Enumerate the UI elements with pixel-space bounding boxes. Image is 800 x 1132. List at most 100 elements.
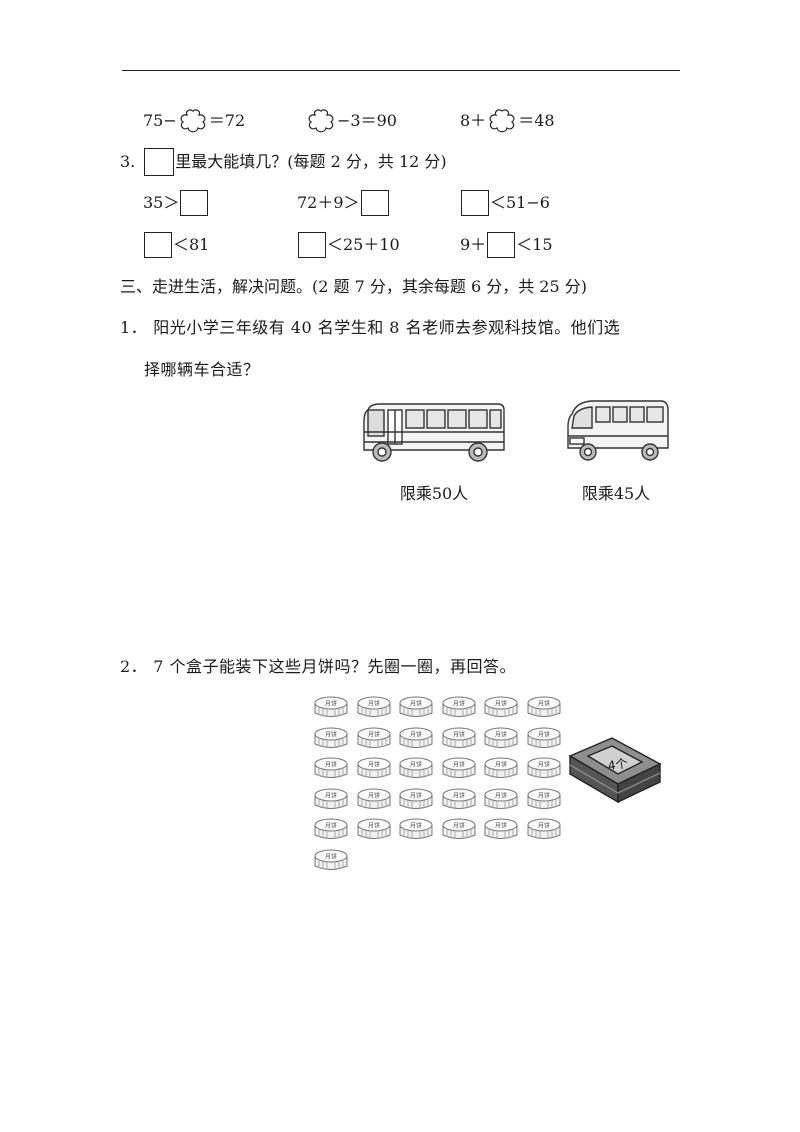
mooncake-icon[interactable]: 月饼 <box>525 786 563 812</box>
mooncake-icon[interactable]: 月饼 <box>355 786 393 812</box>
inequality-3-1: 35＞ <box>143 190 209 216</box>
problem-number: 2． <box>120 657 148 676</box>
mooncake-label: 月饼 <box>410 791 422 799</box>
mooncake-label: 月饼 <box>367 700 379 708</box>
flower-equation-c: 8＋ ＝48 <box>460 108 555 134</box>
mooncake-icon[interactable]: 月饼 <box>525 755 563 781</box>
problem-1-line-1: 1． 阳光小学三年级有 40 名学生和 8 名老师去参观科技馆。他们选 <box>120 317 620 339</box>
mooncake-label: 月饼 <box>325 730 337 738</box>
mooncake-icon[interactable]: 月饼 <box>397 725 435 751</box>
answer-box[interactable] <box>360 190 389 216</box>
inequality-text: 35＞ <box>143 193 180 212</box>
mooncake-label: 月饼 <box>325 761 337 769</box>
mooncake-label: 月饼 <box>410 730 422 738</box>
mooncake-label: 月饼 <box>367 730 379 738</box>
flower-blank-icon[interactable] <box>178 108 208 134</box>
mooncake-label: 月饼 <box>325 852 337 860</box>
equation-text: −3＝90 <box>337 111 397 130</box>
mooncake-icon[interactable]: 月饼 <box>355 694 393 720</box>
answer-box[interactable] <box>487 232 516 258</box>
mooncake-label: 月饼 <box>537 700 549 708</box>
mooncake-icon[interactable]: 月饼 <box>312 725 350 751</box>
mooncake-icon[interactable]: 月饼 <box>482 816 520 842</box>
mooncake-label: 月饼 <box>325 791 337 799</box>
mooncake-label: 月饼 <box>325 700 337 708</box>
equation-text: ＝48 <box>518 111 555 130</box>
mooncake-icon[interactable]: 月饼 <box>525 694 563 720</box>
blank-box-icon <box>144 148 175 176</box>
mooncake-icon[interactable]: 月饼 <box>397 816 435 842</box>
inequality-3-5: ＜25＋10 <box>297 232 400 258</box>
mooncake-icon[interactable]: 月饼 <box>312 694 350 720</box>
mooncake-icon[interactable]: 月饼 <box>440 755 478 781</box>
mooncake-icon[interactable]: 月饼 <box>482 694 520 720</box>
inequality-3-6: 9＋ ＜15 <box>460 232 553 258</box>
mooncake-icon[interactable]: 月饼 <box>355 755 393 781</box>
mooncake-label: 月饼 <box>367 791 379 799</box>
top-rule <box>122 70 680 71</box>
box-label: 4个 <box>607 756 628 773</box>
problem-2-line: 2． 7 个盒子能装下这些月饼吗？先圈一圈，再回答。 <box>120 656 516 678</box>
flower-equation-a: 75− ＝72 <box>143 108 245 134</box>
mooncake-icon[interactable]: 月饼 <box>312 786 350 812</box>
mooncake-icon[interactable]: 月饼 <box>440 694 478 720</box>
problem-1-line-2: 择哪辆车合适？ <box>144 360 260 379</box>
equation-text: 75− <box>143 111 177 130</box>
mooncake-icon[interactable]: 月饼 <box>397 786 435 812</box>
mooncake-icon[interactable]: 月饼 <box>525 816 563 842</box>
mooncake-label: 月饼 <box>495 791 507 799</box>
mooncake-icon[interactable]: 月饼 <box>312 755 350 781</box>
mooncake-label: 月饼 <box>452 791 464 799</box>
mooncake-label: 月饼 <box>452 700 464 708</box>
mooncake-icon[interactable]: 月饼 <box>397 755 435 781</box>
mooncake-label: 月饼 <box>537 730 549 738</box>
mooncake-label: 月饼 <box>537 761 549 769</box>
mooncake-label: 月饼 <box>410 822 422 830</box>
mooncake-icon[interactable]: 月饼 <box>397 694 435 720</box>
mooncake-icon[interactable]: 月饼 <box>440 786 478 812</box>
answer-box[interactable] <box>461 190 489 216</box>
mooncake-icon[interactable]: 月饼 <box>440 816 478 842</box>
equation-text: ＝72 <box>208 111 246 130</box>
mooncake-label: 月饼 <box>410 761 422 769</box>
mooncake-icon[interactable]: 月饼 <box>355 725 393 751</box>
answer-box[interactable] <box>298 232 326 258</box>
mooncake-icon[interactable]: 月饼 <box>482 755 520 781</box>
mooncake-label: 月饼 <box>452 761 464 769</box>
mooncake-label: 月饼 <box>325 822 337 830</box>
mooncake-icon[interactable]: 月饼 <box>312 847 350 873</box>
inequality-text: 9＋ <box>460 235 487 254</box>
equation-text: 8＋ <box>460 111 487 130</box>
flower-blank-icon[interactable] <box>306 108 336 134</box>
mooncake-icon[interactable]: 月饼 <box>440 725 478 751</box>
answer-box[interactable] <box>180 190 209 216</box>
question-3-heading: 3. 里最大能填几？(每题 2 分，共 12 分) <box>120 148 447 176</box>
inequality-text: ＜25＋10 <box>327 235 400 254</box>
mooncake-icon[interactable]: 月饼 <box>312 816 350 842</box>
question-title: 里最大能填几？(每题 2 分，共 12 分) <box>175 152 447 171</box>
problem-text: 阳光小学三年级有 40 名学生和 8 名老师去参观科技馆。他们选 <box>153 318 621 337</box>
bus-2-caption: 限乘45人 <box>581 484 651 503</box>
inequality-3-2: 72＋9＞ <box>297 190 390 216</box>
mooncake-label: 月饼 <box>410 700 422 708</box>
problem-text: 7 个盒子能装下这些月饼吗？先圈一圈，再回答。 <box>153 657 516 676</box>
flower-equation-b: −3＝90 <box>305 108 397 134</box>
answer-box[interactable] <box>144 232 172 258</box>
problem-number: 1． <box>120 318 148 337</box>
mooncake-icon[interactable]: 月饼 <box>482 725 520 751</box>
inequality-3-3: ＜51−6 <box>460 190 550 216</box>
mooncake-label: 月饼 <box>367 822 379 830</box>
mooncake-label: 月饼 <box>495 822 507 830</box>
inequality-3-4: ＜81 <box>143 232 209 258</box>
inequality-text: ＜15 <box>516 235 553 254</box>
section-3-title: 三、走进生活，解决问题。(2 题 7 分，其余每题 6 分，共 25 分) <box>120 277 587 296</box>
mooncake-label: 月饼 <box>495 761 507 769</box>
mooncake-label: 月饼 <box>537 822 549 830</box>
inequality-text: ＜51−6 <box>490 193 550 212</box>
mooncake-label: 月饼 <box>452 822 464 830</box>
mooncake-label: 月饼 <box>452 730 464 738</box>
flower-blank-icon[interactable] <box>487 108 517 134</box>
mooncake-icon[interactable]: 月饼 <box>482 786 520 812</box>
mooncake-icon[interactable]: 月饼 <box>355 816 393 842</box>
mooncake-icon[interactable]: 月饼 <box>525 725 563 751</box>
